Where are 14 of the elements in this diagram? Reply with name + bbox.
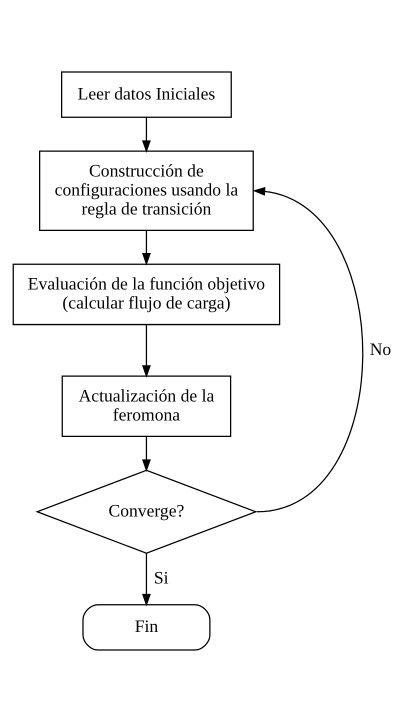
arrow	[142, 436, 151, 472]
edge-label: Si	[154, 568, 169, 588]
arrow	[142, 554, 151, 606]
node-box: Actualización de la feromona	[62, 375, 232, 438]
arrow	[142, 324, 151, 378]
arrow	[142, 118, 151, 153]
node-box: Evaluación de la función objetivo (calcular flujo de carga)	[12, 264, 280, 326]
edge-label: No	[370, 338, 392, 359]
node-box: Fin	[82, 604, 211, 651]
arrow	[252, 186, 364, 512]
node-diamond: Converge?	[35, 470, 258, 554]
node-box: Construcción de configuraciones usando la regla de transición	[39, 150, 254, 231]
node-box: Leer datos Iniciales	[61, 71, 232, 118]
arrow	[142, 230, 151, 266]
